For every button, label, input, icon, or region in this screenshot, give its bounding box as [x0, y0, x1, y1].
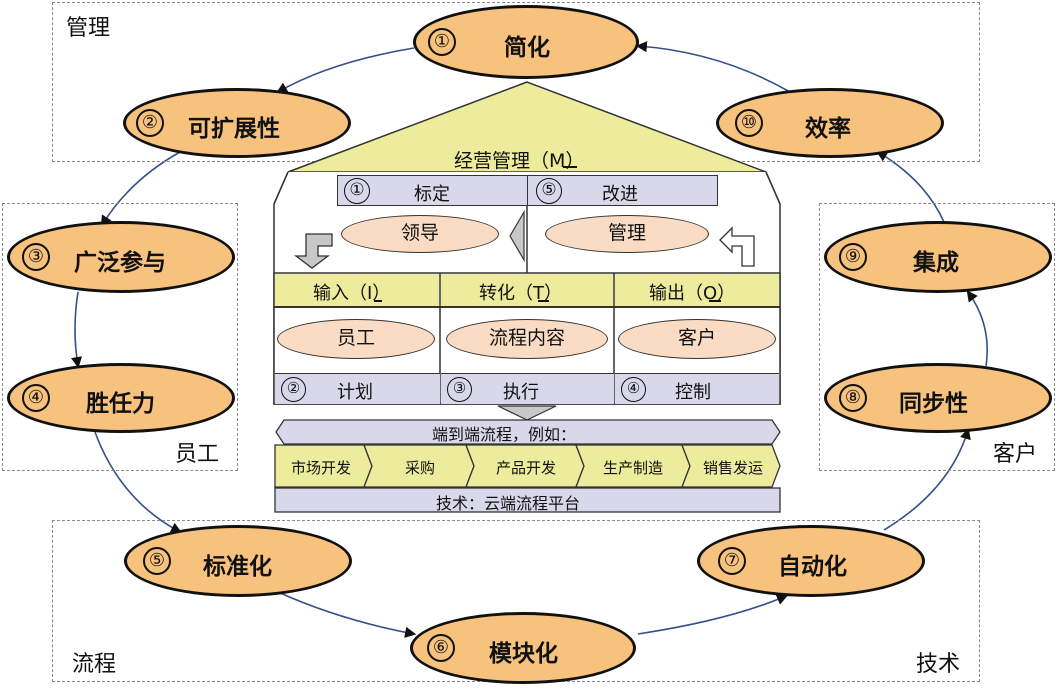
output-header: 输出（O） — [615, 274, 779, 306]
step-label-5: 销售发运 — [702, 459, 763, 477]
plan-label: 计划 — [337, 382, 373, 403]
control-label: 控制 — [675, 382, 711, 403]
cycle-node-2[interactable]: ② 可扩展性 — [123, 88, 351, 158]
group-management-label: 管理 — [66, 16, 111, 41]
cycle-node-6[interactable]: ⑥ 模块化 — [410, 612, 636, 684]
down-triangle-icon — [497, 405, 557, 421]
output-header-label: 输出（O） — [649, 283, 736, 304]
house-roof-title: 经营管理（M） — [454, 150, 585, 172]
cycle-node-10[interactable]: ⑩ 效率 — [716, 88, 944, 158]
cycle-node-1-number: ① — [428, 28, 456, 56]
cycle-node-9[interactable]: ⑨ 集成 — [824, 221, 1052, 293]
cycle-node-2-label: 可扩展性 — [188, 116, 280, 142]
control-number: ④ — [621, 377, 646, 402]
group-staff-label: 员工 — [175, 442, 220, 467]
arc-4-5 — [94, 431, 182, 534]
step-label-4: 生产制造 — [602, 459, 663, 477]
cycle-node-4-label: 胜任力 — [86, 391, 155, 417]
staff-pill: 员工 — [277, 319, 435, 359]
improve-label: 改进 — [602, 184, 638, 205]
cycle-node-10-number: ⑩ — [735, 109, 763, 137]
cycle-node-5[interactable]: ⑤ 标准化 — [124, 525, 352, 597]
manage-pill: 管理 — [545, 215, 709, 253]
step-chevron-5 — [681, 444, 781, 488]
cycle-node-2-number: ② — [136, 109, 164, 137]
arc-10-1 — [635, 41, 791, 93]
tech-platform-bar — [274, 487, 781, 513]
group-customer-label: 客户 — [993, 442, 1038, 467]
output-underline — [709, 300, 721, 302]
plan-footer: ② 计划 — [275, 373, 440, 404]
customer-pill: 客户 — [618, 319, 776, 359]
tech-platform-label: 技术：云端流程平台 — [436, 494, 581, 513]
improve-number: ⑤ — [536, 178, 562, 204]
step-label-1: 市场开发 — [290, 459, 351, 477]
arc-5-6 — [277, 591, 417, 638]
execute-number: ③ — [447, 377, 472, 402]
left-triangle-icon — [509, 209, 525, 263]
cycle-node-3[interactable]: ③ 广泛参与 — [7, 221, 235, 293]
cycle-node-5-label: 标准化 — [203, 554, 272, 580]
calibrate-label: 标定 — [414, 184, 450, 205]
input-header-label: 输入（I） — [313, 283, 391, 304]
cycle-node-3-number: ③ — [22, 243, 50, 271]
cycle-node-7-number: ⑦ — [718, 547, 746, 575]
improve-header: ⑤ 改进 — [527, 175, 718, 206]
transform-header-label: 转化（T） — [479, 283, 562, 304]
roof-title-underline — [563, 166, 577, 168]
transform-underline — [538, 300, 549, 302]
group-customer — [819, 203, 1055, 471]
cycle-node-7[interactable]: ⑦ 自动化 — [697, 525, 925, 597]
cycle-node-8-number: ⑧ — [839, 384, 867, 412]
arc-6-7 — [637, 594, 789, 635]
cycle-node-8[interactable]: ⑧ 同步性 — [824, 363, 1052, 433]
e2e-banner-shape — [275, 419, 781, 445]
execute-label: 执行 — [503, 382, 539, 403]
cycle-node-9-label: 集成 — [913, 250, 959, 276]
step-label-2: 采购 — [404, 459, 435, 477]
cycle-node-5-number: ⑤ — [143, 547, 171, 575]
arc-2-3 — [100, 151, 181, 227]
step-label-3: 产品开发 — [495, 459, 556, 477]
cycle-node-7-label: 自动化 — [778, 554, 847, 580]
cycle-node-1-label: 简化 — [504, 35, 550, 61]
cycle-node-3-label: 广泛参与 — [74, 250, 166, 276]
input-header: 输入（I） — [275, 274, 439, 306]
input-underline — [374, 300, 382, 302]
down-left-arrow-icon — [294, 233, 333, 269]
cycle-node-4[interactable]: ④ 胜任力 — [7, 363, 235, 433]
group-staff — [2, 203, 238, 471]
control-footer: ④ 控制 — [615, 373, 779, 404]
up-left-arrow-icon — [719, 226, 755, 267]
arc-9-10 — [876, 150, 945, 223]
group-technology-label: 技术 — [916, 652, 961, 677]
group-process-label: 流程 — [72, 652, 117, 677]
arc-3-4 — [71, 291, 83, 369]
calibrate-number: ① — [344, 178, 370, 204]
e2e-title: 端到端流程，例如： — [432, 425, 577, 444]
cycle-node-4-number: ④ — [22, 384, 50, 412]
process-content-pill: 流程内容 — [446, 319, 608, 359]
cycle-node-6-label: 模块化 — [489, 641, 558, 667]
cycle-node-10-label: 效率 — [805, 116, 851, 142]
cycle-node-9-number: ⑨ — [839, 243, 867, 271]
header-row-line — [274, 306, 780, 308]
arc-1-2 — [276, 47, 415, 94]
transform-header: 转化（T） — [441, 274, 613, 306]
cycle-node-6-number: ⑥ — [427, 634, 455, 662]
plan-number: ② — [281, 377, 306, 402]
execute-footer: ③ 执行 — [441, 373, 614, 404]
calibrate-header: ① 标定 — [337, 175, 528, 206]
cycle-node-1[interactable]: ① 简化 — [413, 5, 639, 79]
cycle-node-8-label: 同步性 — [899, 391, 968, 417]
lead-pill: 领导 — [341, 215, 499, 253]
arc-8-9 — [966, 290, 988, 367]
